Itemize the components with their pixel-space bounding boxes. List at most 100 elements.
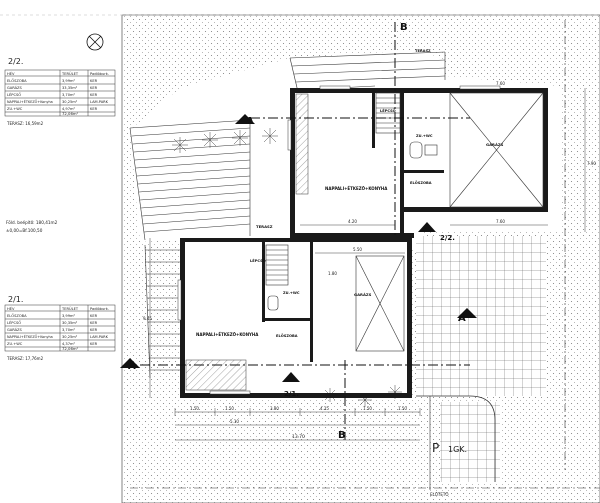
parking-labels: P 1GK. ELŐTETŐ (430, 441, 467, 497)
built-area-note: Föld. beépítő: 180,41m2 ±0,00=Bf.100,50 (6, 220, 58, 233)
table-header-cell: HÉV (7, 71, 15, 76)
section-lines (140, 22, 470, 440)
table-cell: ELŐSZOBA (7, 78, 27, 83)
dimension-lines (149, 88, 586, 441)
unit-22-table: 2/2. HÉV TERÜLET Padlóburk. ELŐSZOBA 3,9… (6, 57, 109, 126)
unit-21-title: 2/1. (8, 295, 23, 304)
table-cell: 30,35m² (62, 321, 78, 325)
table-cell: ZU.+WC (7, 107, 23, 111)
room-label-eloszoba-lower: ELŐSZOBA (276, 333, 298, 338)
table-cell: 30,25m² (62, 335, 78, 339)
room-label-nappali-upper: NAPPALI+ÉTKEZŐ+KONYHA (325, 186, 388, 191)
paving-area (416, 236, 546, 490)
north-arrow-icon (86, 33, 104, 51)
table-cell: NAPPALI+ÉTKEZŐ+Konyha (7, 334, 53, 339)
dim-top-right: 7.60 (496, 81, 505, 86)
top-terrace-deck (289, 51, 446, 93)
dim-bottom-5: 1.50 (363, 406, 372, 411)
left-terrace-deck (144, 244, 180, 379)
table-header-cell: TERÜLET (61, 306, 79, 311)
table-cell: GARÁZS (7, 327, 23, 332)
table-header-cell: Padlóburk. (90, 72, 109, 76)
section-label-b-top: B (400, 22, 408, 33)
table-cell: KER (90, 86, 98, 90)
table-cell: 30,25m² (62, 100, 78, 104)
dim-left-total: 9.45 (143, 316, 152, 321)
table-header-cell: Padlóburk. (90, 307, 109, 311)
dim-bottom-mid: 5.10 (230, 419, 239, 424)
unit-22-title: 2/2. (8, 57, 23, 66)
section-mark-labels: A A A B B 2/2. 2/1. (128, 22, 466, 441)
room-label-terasz-left: TERASZ (256, 224, 273, 229)
unit-22-marker: 2/2. (440, 234, 455, 242)
table-cell: 4,97m² (62, 107, 76, 111)
unit-22-table-frame (4, 69, 116, 117)
dim-bottom-3: 3.80 (270, 406, 279, 411)
table-cell: LÉPCSŐ (7, 320, 21, 325)
table-cell: 33,35m² (62, 86, 78, 90)
dim-mid-width: 4.20 (348, 219, 357, 224)
dim-bottom-6: 1.50 (398, 406, 407, 411)
room-label-nappali-lower: NAPPALI+ÉTKEZŐ+KONYHA (196, 332, 259, 337)
built-area-line2: ±0,00=Bf.100,50 (6, 228, 43, 233)
table-cell: ELŐSZOBA (7, 313, 27, 318)
built-area-line1: Föld. beépítő: 180,41m2 (6, 220, 58, 225)
table-cell: LÉPCSŐ (7, 92, 21, 97)
section-label-a-top: A (246, 116, 254, 127)
table-cell: 4,37m² (62, 342, 76, 346)
section-label-a-left: A (128, 361, 136, 372)
unit-21-table: 2/1. HÉV TERÜLET Padlóburk. ELŐSZOBA 3,9… (6, 295, 109, 361)
dim-bottom-1: 1.50 (190, 406, 199, 411)
parking-symbol: P (432, 441, 439, 455)
table-cell: KER (90, 107, 98, 111)
table-cell: 3,99m² (62, 79, 76, 83)
dimension-texts: 1.50 1.50 3.80 4.25 1.50 1.50 5.10 13.70… (143, 81, 596, 440)
bottom-note: ELŐTETŐ (430, 492, 448, 497)
section-arrow-markers (120, 114, 477, 382)
dim-mid-width2: 5.50 (353, 247, 362, 252)
unit-21-table-frame (4, 304, 116, 352)
upper-unit-walls (287, 85, 548, 238)
room-label-terasz-top: TERASZ (415, 49, 431, 53)
upper-terrace-deck (129, 118, 251, 241)
dim-mid-3: 1.80 (328, 271, 337, 276)
room-label-garazs-upper: GARÁZS (486, 142, 504, 147)
unit-21-marker: 2/1. (284, 390, 299, 398)
table-cell: LAM.PARK (90, 100, 109, 104)
table-cell: KER (90, 314, 98, 318)
room-label-eloszoba-upper: ELŐSZOBA (410, 180, 432, 185)
dim-bottom-2: 1.50 (225, 406, 234, 411)
unit-22-terrace: TERASZ: 16,59m2 (6, 121, 44, 126)
table-total: 72,06m² (62, 346, 79, 351)
table-header-cell: TERÜLET (61, 71, 79, 76)
table-cell: 3,99m² (62, 314, 76, 318)
table-cell: ZU.+WC (7, 342, 23, 346)
unit-21-terrace: TERASZ: 17,76m2 (6, 356, 44, 361)
table-cell: KER (90, 93, 98, 97)
table-cell: KER (90, 342, 98, 346)
dim-bottom-total: 13.70 (292, 434, 305, 440)
table-header-cell: HÉV (7, 306, 15, 311)
room-label-lepcso-lower: LÉPCSŐ (250, 258, 266, 263)
table-cell: KER (90, 79, 98, 83)
table-cell: NAPPALI+ÉTKEZŐ+Konyha (7, 99, 53, 104)
room-label-garazs-lower: GARÁZS (354, 292, 372, 297)
dim-right-total: 7.60 (496, 219, 505, 224)
room-label-zu-wc-lower: ZU.+WC (283, 291, 300, 295)
room-labels: TERASZ LÉPCSŐ ZU.+WC GARÁZS NAPPALI+ÉTKE… (196, 49, 504, 338)
table-cell: 3,70m² (62, 328, 76, 332)
dim-bottom-4: 4.25 (320, 406, 329, 411)
table-cell: GARÁZS (7, 85, 23, 90)
table-cell: LAM.PARK (90, 335, 109, 339)
table-total: 72,06m² (62, 111, 79, 116)
room-label-zu-wc-upper: ZU.+WC (416, 134, 433, 138)
parking-count: 1GK. (448, 445, 467, 454)
section-label-b-bottom: B (338, 430, 346, 441)
table-cell: KER (90, 328, 98, 332)
property-lines (130, 20, 600, 489)
section-label-a-right: A (458, 313, 466, 324)
dim-right-side: 7.90 (587, 161, 596, 166)
table-cell: 3,70m² (62, 93, 76, 97)
table-cell: KER (90, 321, 98, 325)
